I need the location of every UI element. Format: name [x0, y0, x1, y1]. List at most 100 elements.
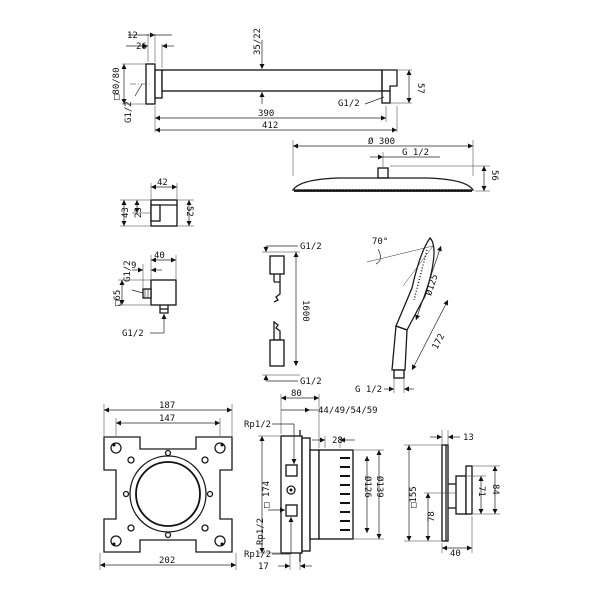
arm-dim-57-label: 57: [415, 83, 425, 94]
conn-a-dim-43-label: 43: [121, 207, 131, 218]
hand-dim-172-line: [411, 299, 449, 371]
arm-dim-26-label: 26: [136, 42, 147, 52]
basic-dim-202-label: 202: [159, 556, 175, 566]
side-dim-rp12-mid-label: Rp1/2: [256, 518, 266, 545]
hose-bottom-cone: [269, 339, 285, 367]
connector-a-nipple: [150, 204, 161, 222]
conn-a-dim-42-label: 42: [157, 178, 168, 188]
arm-dim-35-label: 35/22: [253, 28, 263, 55]
arm-wall-plate: [145, 63, 156, 105]
arm-g12-leader: [134, 83, 143, 97]
basic-set-hole-bl: [110, 535, 122, 547]
arm-dim-412-label: 412: [262, 121, 278, 131]
arm-dim-g12-left-label: G1/2: [124, 101, 134, 123]
side-port-bottom: [285, 504, 298, 517]
basic-set-dot-c: [112, 542, 116, 546]
side-dim-17-label: 17: [258, 562, 269, 572]
basic-set-hole-br: [214, 535, 226, 547]
conn-b-dim-40-label: 40: [154, 251, 165, 261]
trim-handle-back: [455, 475, 467, 515]
side-port-mid-dot: [289, 488, 293, 492]
shower-hose-drawing: G1/2 1600 G1/2: [262, 242, 322, 387]
basic-set-dot-b: [220, 443, 224, 447]
hose-dim-1600-label: 1600: [300, 300, 310, 322]
hand-dim-g12-label: G 1/2: [355, 385, 382, 395]
basic-set-frame: [103, 436, 233, 553]
trim-dim-71-label: 71: [476, 486, 486, 497]
conn-b-dim-9-label: 9: [131, 261, 136, 271]
hand-dim-125-label: Ø125: [423, 273, 440, 297]
arm-g12-outlet-leader: [364, 96, 385, 105]
hose-top-break: [273, 281, 281, 303]
arm-tube: [161, 69, 383, 92]
basic-set-dot-d: [220, 542, 224, 546]
basic-set-hole-b: [201, 456, 209, 464]
hose-top-nut: [269, 255, 285, 275]
trim-side-drawing: 13 □155 71 84 78 40: [404, 430, 500, 559]
hose-dim-g12-top-label: G1/2: [300, 242, 322, 252]
conn-b-dim-g12-bottom-label: G1/2: [122, 329, 144, 339]
side-sleeve-inner: [309, 449, 320, 540]
overhead-connector: [377, 167, 389, 179]
side-port-mid: [286, 485, 296, 495]
trim-dim-78-label: 78: [427, 511, 437, 522]
conn-a-dim-23-label: 23: [134, 207, 144, 218]
wall-connector-a-drawing: 42 43 23 52: [120, 178, 194, 227]
basic-set-hole-d: [201, 524, 209, 532]
hand-shower-handle: [391, 325, 408, 371]
overhead-shower-drawing: Ø 300 G 1/2 56: [291, 136, 499, 192]
side-port-top: [285, 464, 298, 477]
basic-set-hole-g: [122, 490, 130, 498]
trim-handle-front: [465, 465, 473, 515]
side-dim-80-label: 80: [291, 389, 302, 399]
side-dim-139-label: Ø139: [374, 476, 385, 498]
side-dim-174-label: □ 174: [262, 481, 272, 508]
side-dim-depth-label: 44/49/54/59: [318, 406, 378, 416]
basic-set-outer-ring: [129, 455, 207, 533]
conn-b-g12-leader: [131, 289, 144, 294]
basic-dim-147-label: 147: [159, 414, 175, 424]
conn-b-dim-g12-vertical-label: G1/2: [123, 260, 133, 282]
side-dim-28-label: 28: [332, 436, 343, 446]
basic-set-hole-e: [164, 449, 172, 457]
arm-wall-flange: [154, 69, 163, 99]
basic-set-hole-f: [164, 531, 172, 539]
side-dim-126-label: Ø126: [362, 476, 373, 498]
trim-dim-155-label: □155: [409, 486, 419, 508]
side-sleeve-ribs: [340, 457, 350, 531]
arm-dim-80-label: □80/80: [112, 67, 122, 100]
hand-shower-drawing: 70° Ø125 172 G 1/2: [355, 236, 449, 395]
conn-b-dim-65-label: □65: [113, 290, 123, 306]
trim-dim-13-label: 13: [463, 433, 474, 443]
basic-set-hole-c: [127, 524, 135, 532]
hose-dim-g12-bottom-label: G1/2: [300, 377, 322, 387]
wall-connector-b-drawing: 40 9 G1/2 □65 G1/2: [113, 251, 177, 339]
side-plate: [301, 437, 311, 552]
overhead-head-body: [291, 177, 475, 191]
hand-dim-angle-label: 70°: [372, 237, 388, 247]
trim-dim-40-label: 40: [450, 549, 461, 559]
arm-dim-12-label: 12: [127, 31, 138, 41]
arm-dim-390-label: 390: [258, 109, 274, 119]
basic-set-front-drawing: 187 147 202: [99, 401, 237, 570]
basic-set-side-drawing: 80 44/49/54/59 Rp1/2 28 □ 174 Ø126 Ø139 …: [244, 389, 385, 572]
basic-dim-187-label: 187: [159, 401, 175, 411]
basic-set-hole-h: [206, 490, 214, 498]
connector-b-body: [150, 279, 177, 306]
side-dim-rp12-top-label: Rp1/2: [244, 420, 271, 430]
arm-outlet-elbow: [381, 69, 398, 92]
basic-set-hole-tr: [214, 442, 226, 454]
trim-dim-84-label: 84: [490, 484, 500, 495]
hand-angle-arc: [375, 248, 381, 265]
hand-dim-172-label: 172: [431, 332, 447, 351]
hose-bottom-break: [273, 320, 281, 341]
arm-dim-g12-outlet-label: G1/2: [338, 99, 360, 109]
side-dim-rp12-bottom-label: Rp1/2: [244, 550, 271, 560]
basic-set-hole-a: [127, 456, 135, 464]
connector-b-thread: [142, 288, 152, 299]
overhead-dim-56-label: 56: [489, 170, 499, 181]
overhead-dim-g12-label: G 1/2: [402, 148, 429, 158]
shower-arm-drawing: 12 26 35/22 □80/80 G1/2 57 G1/2 390 412: [112, 28, 425, 133]
arm-outlet-thread: [381, 90, 391, 104]
